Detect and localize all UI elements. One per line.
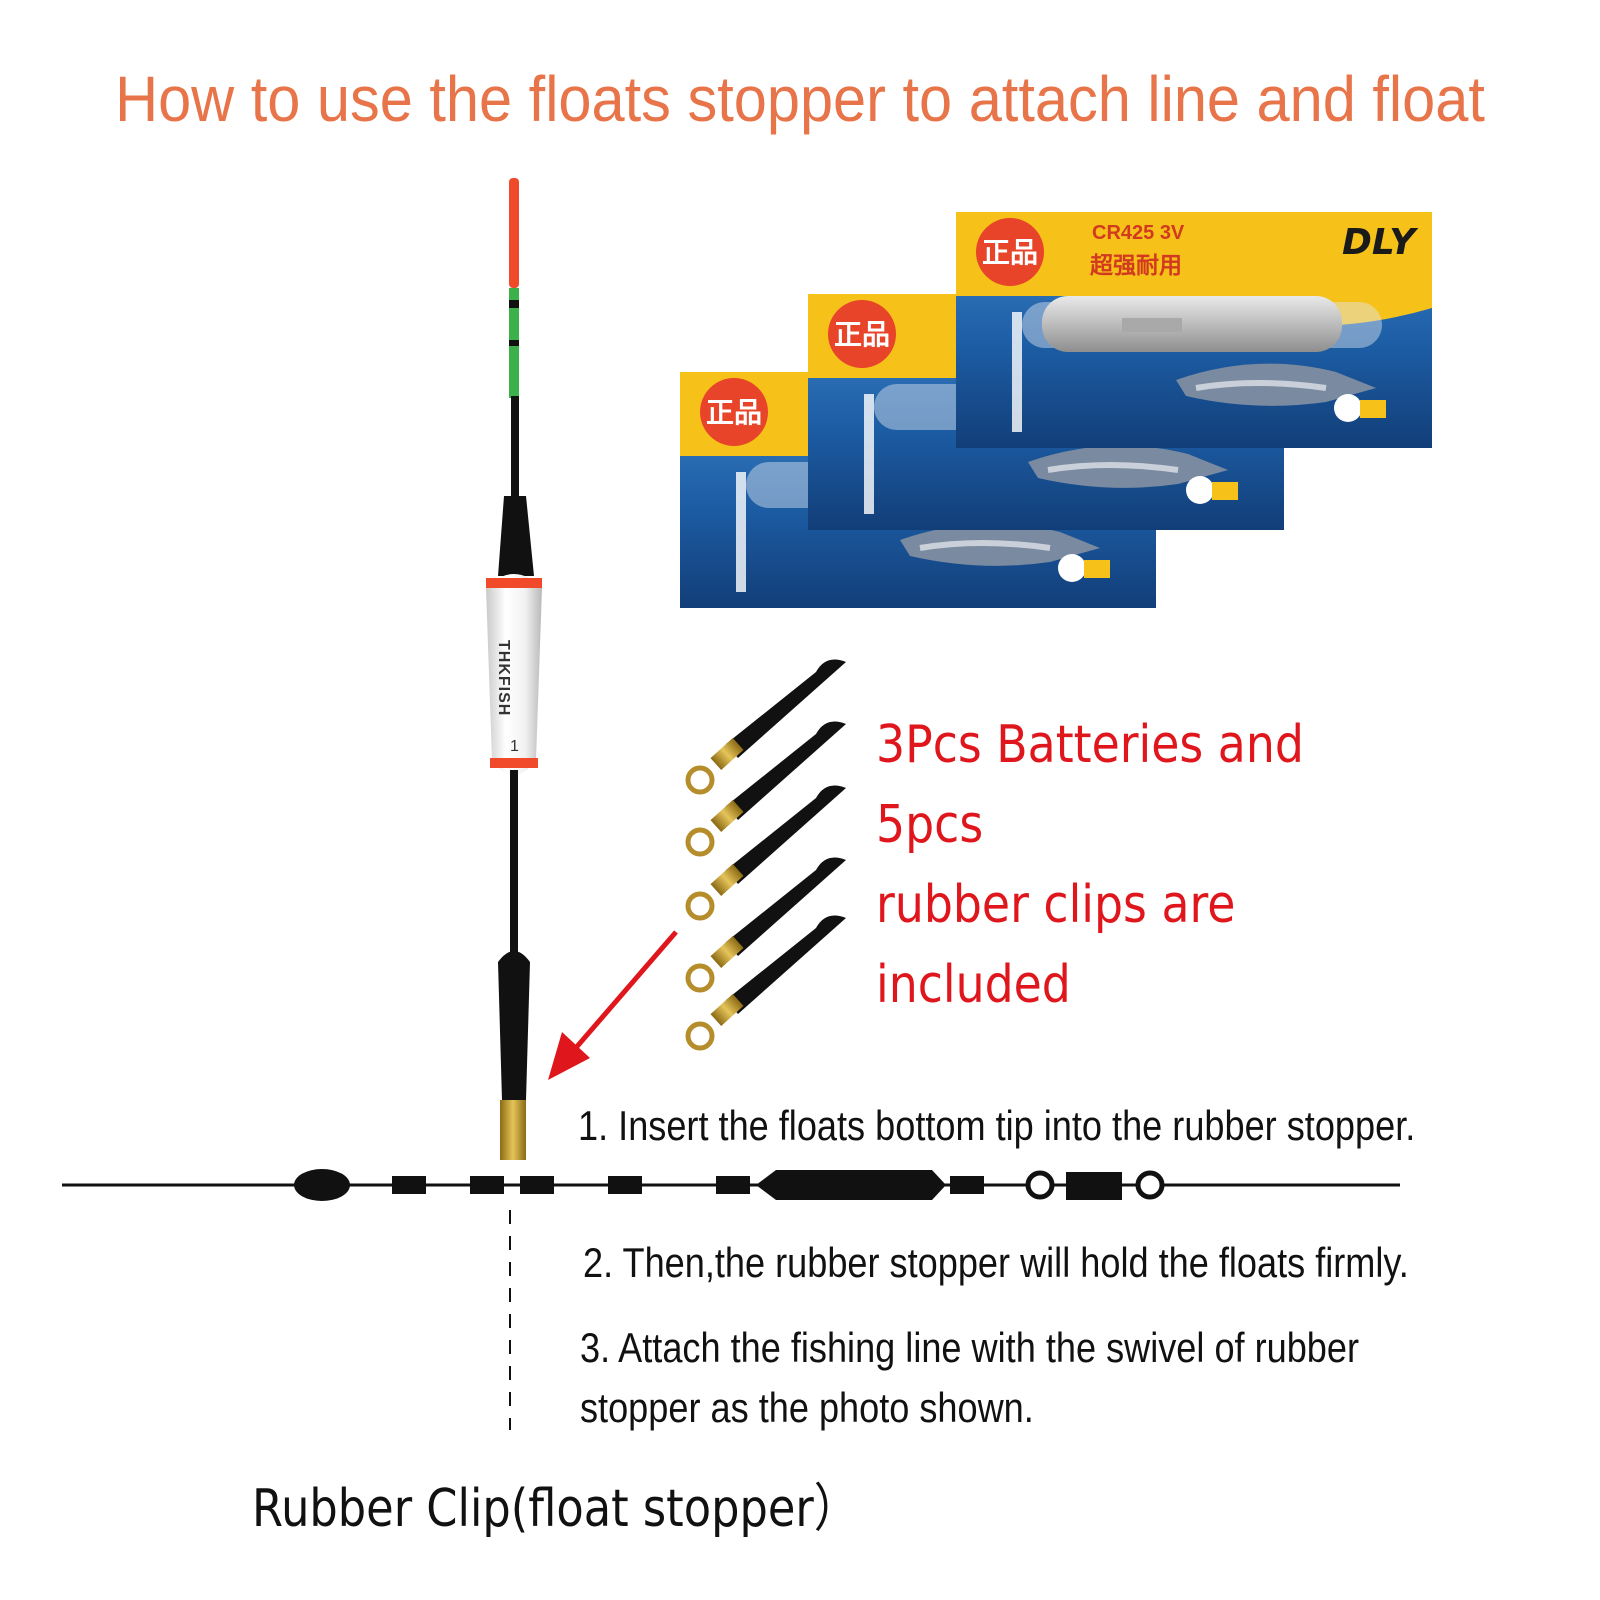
included-note-line-2: rubber clips are included [876,875,1236,1015]
battery-pack-icon [680,212,1432,608]
float-icon [486,178,542,1160]
page-title: How to use the floats stopper to attach … [115,63,1485,135]
float-brand-label: THKFISH [495,640,512,717]
fishing-line [62,1169,1400,1430]
step-2: 2. Then,the rubber stopper will hold the… [583,1239,1409,1286]
rubber-clip-icon [688,660,846,1048]
caption: Rubber Clip(float stopper） [252,1479,859,1539]
float-number-label: 1 [510,738,519,755]
pack-chinese-label: 超强耐用 [1090,253,1182,279]
arrow-icon [548,930,678,1080]
swivel-icon [1025,1170,1165,1200]
included-note-line-1: 3Pcs Batteries and 5pcs [876,715,1304,855]
step-3: 3. Attach the fishing line with the swiv… [580,1324,1360,1431]
pack-model-label: CR425 3V [1092,222,1185,244]
brand-logo: DLY [1342,222,1416,263]
included-note: 3Pcs Batteries and 5pcs rubber clips are… [876,705,1422,1025]
step-1: 1. Insert the floats bottom tip into the… [578,1102,1416,1149]
